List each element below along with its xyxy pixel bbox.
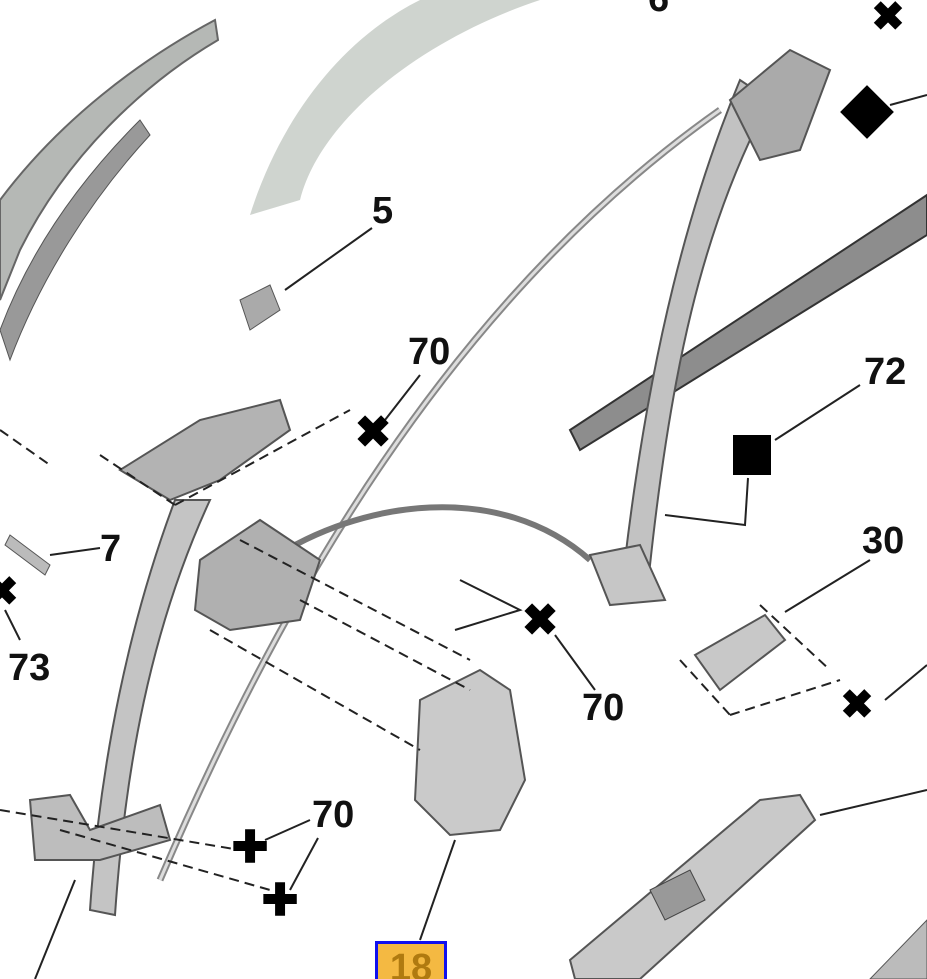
switch-panel-2 xyxy=(869,919,927,979)
window-switch-button xyxy=(649,869,706,921)
callout-7[interactable]: 7 xyxy=(100,528,122,570)
callout-70[interactable]: 70 xyxy=(312,794,355,836)
callout-5[interactable]: 5 xyxy=(372,190,394,232)
diamond-symbol xyxy=(840,85,894,139)
slider-lower-right xyxy=(588,543,667,607)
motor-part-18 xyxy=(413,668,527,837)
callout-70[interactable]: 70 xyxy=(408,331,451,373)
fastener-cross-symbol: ✖ xyxy=(355,408,392,457)
door-frame-left-inner xyxy=(0,119,151,362)
callout-6[interactable]: 6 xyxy=(648,0,669,18)
cable-drum xyxy=(193,518,322,632)
connector-part-30 xyxy=(693,613,787,692)
callout-70[interactable]: 70 xyxy=(582,687,625,729)
leader-lines xyxy=(4,94,927,979)
rail-left xyxy=(88,499,212,917)
door-frame-left xyxy=(0,18,220,301)
fastener-cross-symbol: ✖ xyxy=(0,570,19,614)
callout-73[interactable]: 73 xyxy=(8,647,51,689)
callout-18-highlighted[interactable]: 18 xyxy=(375,941,447,979)
fastener-cross-symbol: ✖ xyxy=(871,0,905,39)
cable-inner xyxy=(158,108,721,881)
fastener-plus-symbol: ✚ xyxy=(262,876,299,925)
bracket-top-right xyxy=(728,48,832,162)
pin-part-7 xyxy=(4,534,51,576)
cable-arc xyxy=(268,504,592,563)
fastener-plus-symbol: ✚ xyxy=(232,823,269,872)
callout-30[interactable]: 30 xyxy=(862,520,905,562)
slider-upper xyxy=(118,398,292,502)
callout-72[interactable]: 72 xyxy=(864,351,907,393)
weatherstrip xyxy=(568,193,927,452)
fastener-cross-symbol: ✖ xyxy=(840,683,874,727)
window-glass xyxy=(250,0,540,215)
clip-part-5 xyxy=(239,284,281,331)
square-symbol xyxy=(733,435,771,475)
fastener-cross-symbol: ✖ xyxy=(522,596,559,645)
dashed-leaders xyxy=(0,409,841,891)
